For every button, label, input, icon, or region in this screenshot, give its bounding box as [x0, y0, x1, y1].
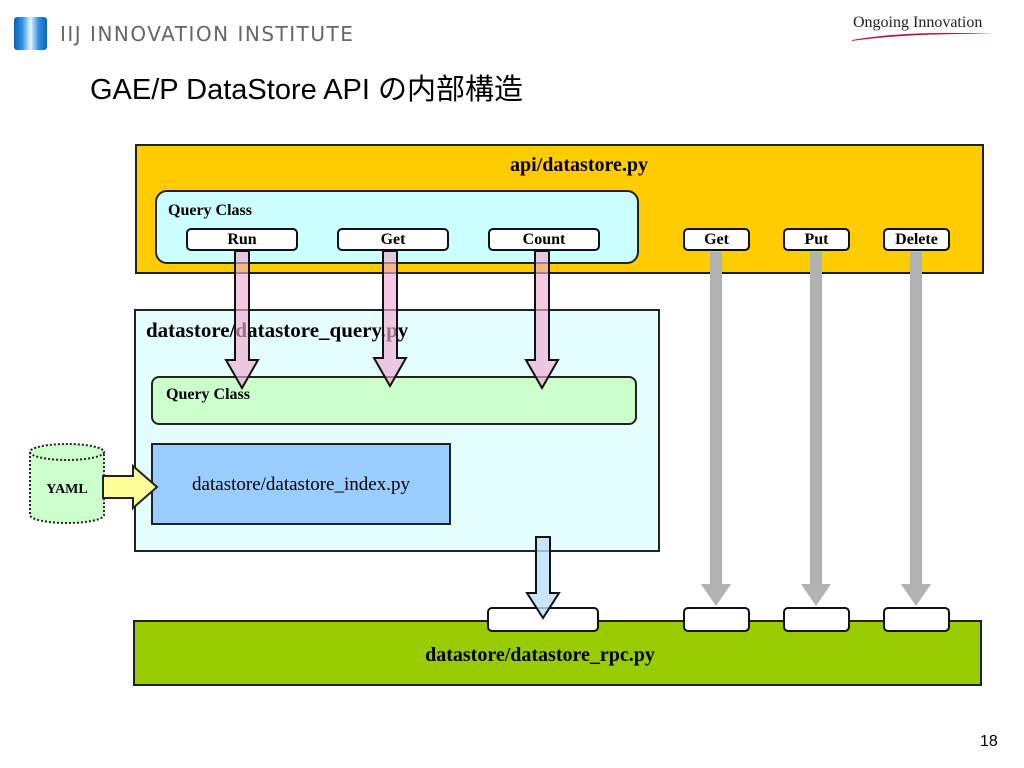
tagline-swoosh-icon — [852, 32, 993, 41]
page-number: 18 — [980, 733, 998, 750]
put-direct-arrow — [801, 252, 831, 606]
datastore-query-title: datastore/datastore_query.py — [146, 318, 409, 342]
page-title: GAE/P DataStore API の内部構造 — [90, 74, 524, 106]
api-query-class-label: Query Class — [168, 202, 252, 219]
query-class-label: Query Class — [166, 386, 250, 403]
query-method-get[interactable]: Get — [337, 228, 449, 251]
organization-name: IIJ INNOVATION INSTITUTE — [60, 22, 355, 46]
api-datastore-title: api/datastore.py — [510, 154, 648, 176]
query-method-run[interactable]: Run — [186, 228, 298, 251]
datastore-index-module — [151, 443, 451, 525]
rpc-port-put[interactable] — [783, 607, 850, 632]
rpc-port-get[interactable] — [683, 607, 750, 632]
datastore-index-label: datastore/datastore_index.py — [192, 474, 410, 495]
api-function-get[interactable]: Get — [683, 228, 750, 251]
api-function-put[interactable]: Put — [783, 228, 850, 251]
delete-direct-arrow — [901, 252, 931, 606]
query-method-count[interactable]: Count — [488, 228, 600, 251]
rpc-port-query[interactable] — [487, 607, 599, 632]
rpc-port-delete[interactable] — [883, 607, 950, 632]
get-direct-arrow — [701, 252, 731, 606]
tagline: Ongoing Innovation — [853, 14, 983, 31]
yaml-label: YAML — [46, 482, 88, 497]
iij-logo-icon — [14, 17, 47, 50]
datastore-rpc-title: datastore/datastore_rpc.py — [425, 644, 655, 666]
api-function-delete[interactable]: Delete — [883, 228, 950, 251]
